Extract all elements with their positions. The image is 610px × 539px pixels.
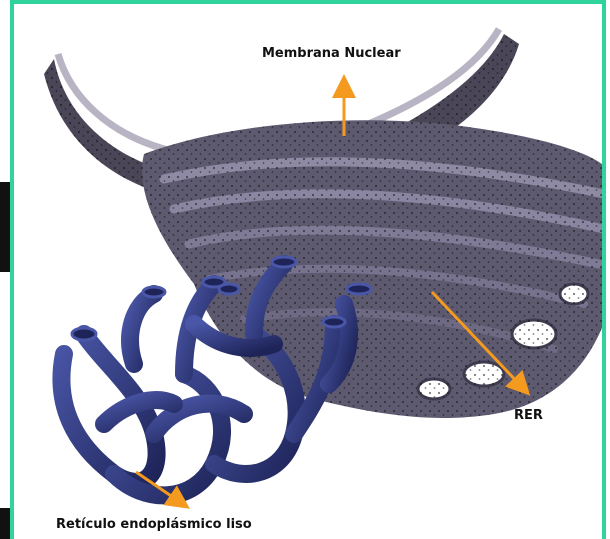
rough-er	[142, 120, 606, 418]
label-rer: RER	[514, 408, 543, 423]
label-reticulo-endoplasmico-liso: Retículo endoplásmico liso	[56, 517, 252, 532]
label-membrana-nuclear: Membrana Nuclear	[262, 46, 401, 61]
diagram-frame: Membrana Nuclear RER Retículo endoplásmi…	[10, 0, 606, 539]
endoplasmic-reticulum-illustration	[14, 4, 606, 539]
